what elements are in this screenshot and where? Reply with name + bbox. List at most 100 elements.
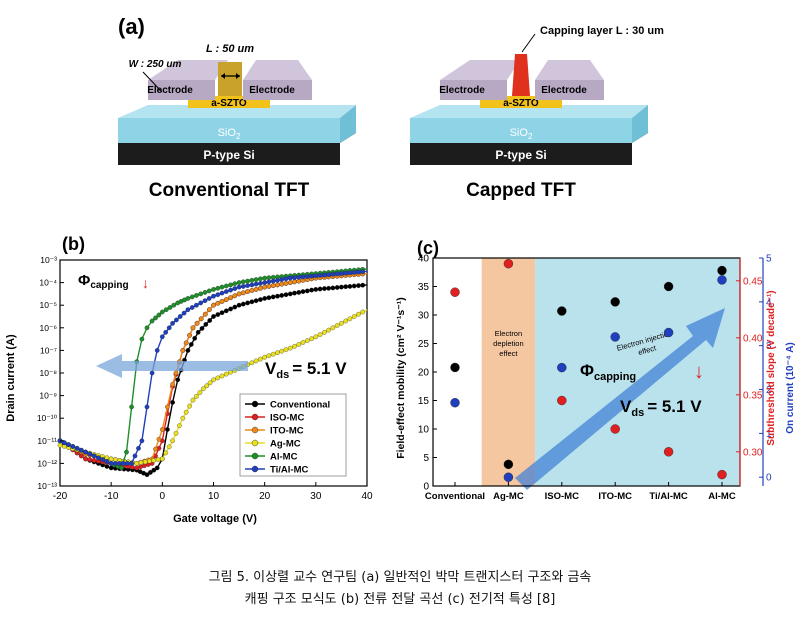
data-point [142,459,148,465]
data-point [138,460,144,465]
data-point [309,273,314,279]
x-category-label: Conventional [425,491,485,502]
data-point [180,348,186,353]
data-point [360,282,366,288]
oxide-side [340,105,356,143]
data-point [189,294,195,300]
y-right2-tick-label: 3 [766,341,772,352]
data-point [91,458,97,463]
data-point [215,375,221,381]
data-point [207,380,213,386]
y-tick-label: 10⁻¹¹ [37,436,57,446]
data-point [108,456,114,462]
data-point [156,436,162,442]
data-point [155,457,161,462]
vds-annotation: Vds= 5.1 V [265,359,347,381]
capped-tft-title: Capped TFT [466,180,576,201]
data-point [313,273,319,279]
data-point [322,329,327,335]
data-point [557,306,567,316]
data-point [300,289,306,294]
data-point [197,390,203,395]
data-point [170,320,175,326]
data-point [183,409,189,415]
data-point [275,277,280,283]
data-point [119,465,124,471]
data-point [309,287,314,293]
data-point [339,284,344,290]
data-point [177,423,182,429]
data-point [204,383,210,389]
y-right2-tick-label: 5 [766,254,772,265]
data-point [202,311,208,317]
data-point [292,279,297,285]
data-point [153,446,158,452]
data-point [326,327,331,333]
data-point [149,318,155,324]
series-field-effect-mobility [450,265,727,470]
data-point [503,459,514,470]
data-point [198,300,204,306]
capping-layer [512,54,530,96]
data-point [245,300,250,306]
data-point [283,347,289,352]
y-right2-tick-label: 4 [766,297,772,308]
data-point [253,287,259,292]
data-point [121,461,126,466]
width-label: W : 250 um [129,59,182,70]
data-point [202,298,208,304]
legend: ConventionalISO-MCITO-MCAg-MCAl-MCTi/Al-… [239,393,347,477]
data-point [292,275,297,281]
data-point [187,332,192,338]
data-point [219,284,225,290]
data-point [343,318,349,324]
data-point [87,451,93,457]
data-point [249,288,255,293]
legend-marker [251,400,259,408]
data-point [240,284,246,289]
data-point [194,394,199,399]
data-point [78,447,84,453]
data-point [334,285,340,290]
left-electrode-top [148,60,228,80]
x-category-label: ITO-MC [598,491,632,502]
data-point [228,282,233,288]
data-point [207,307,212,313]
y-right1-tick-label: 0.35 [743,390,763,401]
data-point [232,293,238,299]
data-point [83,449,88,455]
data-point [163,450,169,456]
data-point [167,305,173,310]
data-point [108,461,114,466]
data-point [159,456,165,462]
data-point [287,280,293,285]
data-point [194,302,199,308]
conventional-tft-device: P-type Si SiO2 a-SZTO Electrode Electrod… [118,43,356,201]
data-point [215,285,221,291]
data-point [151,458,157,463]
legend-marker [251,439,259,447]
data-point [356,283,361,288]
data-point [330,285,336,291]
y-right2-tick-label: 2 [766,385,772,396]
data-point [270,283,276,288]
data-point [258,285,263,291]
data-point [232,281,238,287]
y-tick-label: 10⁻⁶ [40,323,57,333]
data-point [70,444,76,449]
data-point [187,403,192,409]
y-tick-label: 10⁻¹² [37,458,57,468]
data-point [170,381,175,387]
data-point [610,424,620,434]
data-point [125,461,130,466]
x-axis-label: Gate voltage (V) [173,513,257,525]
data-point [663,447,674,457]
data-point [185,348,191,353]
capping-pointer [521,33,536,53]
x-tick-label: 0 [160,491,166,502]
data-point [228,306,233,312]
electrode-label-left: Electrode [147,85,193,96]
